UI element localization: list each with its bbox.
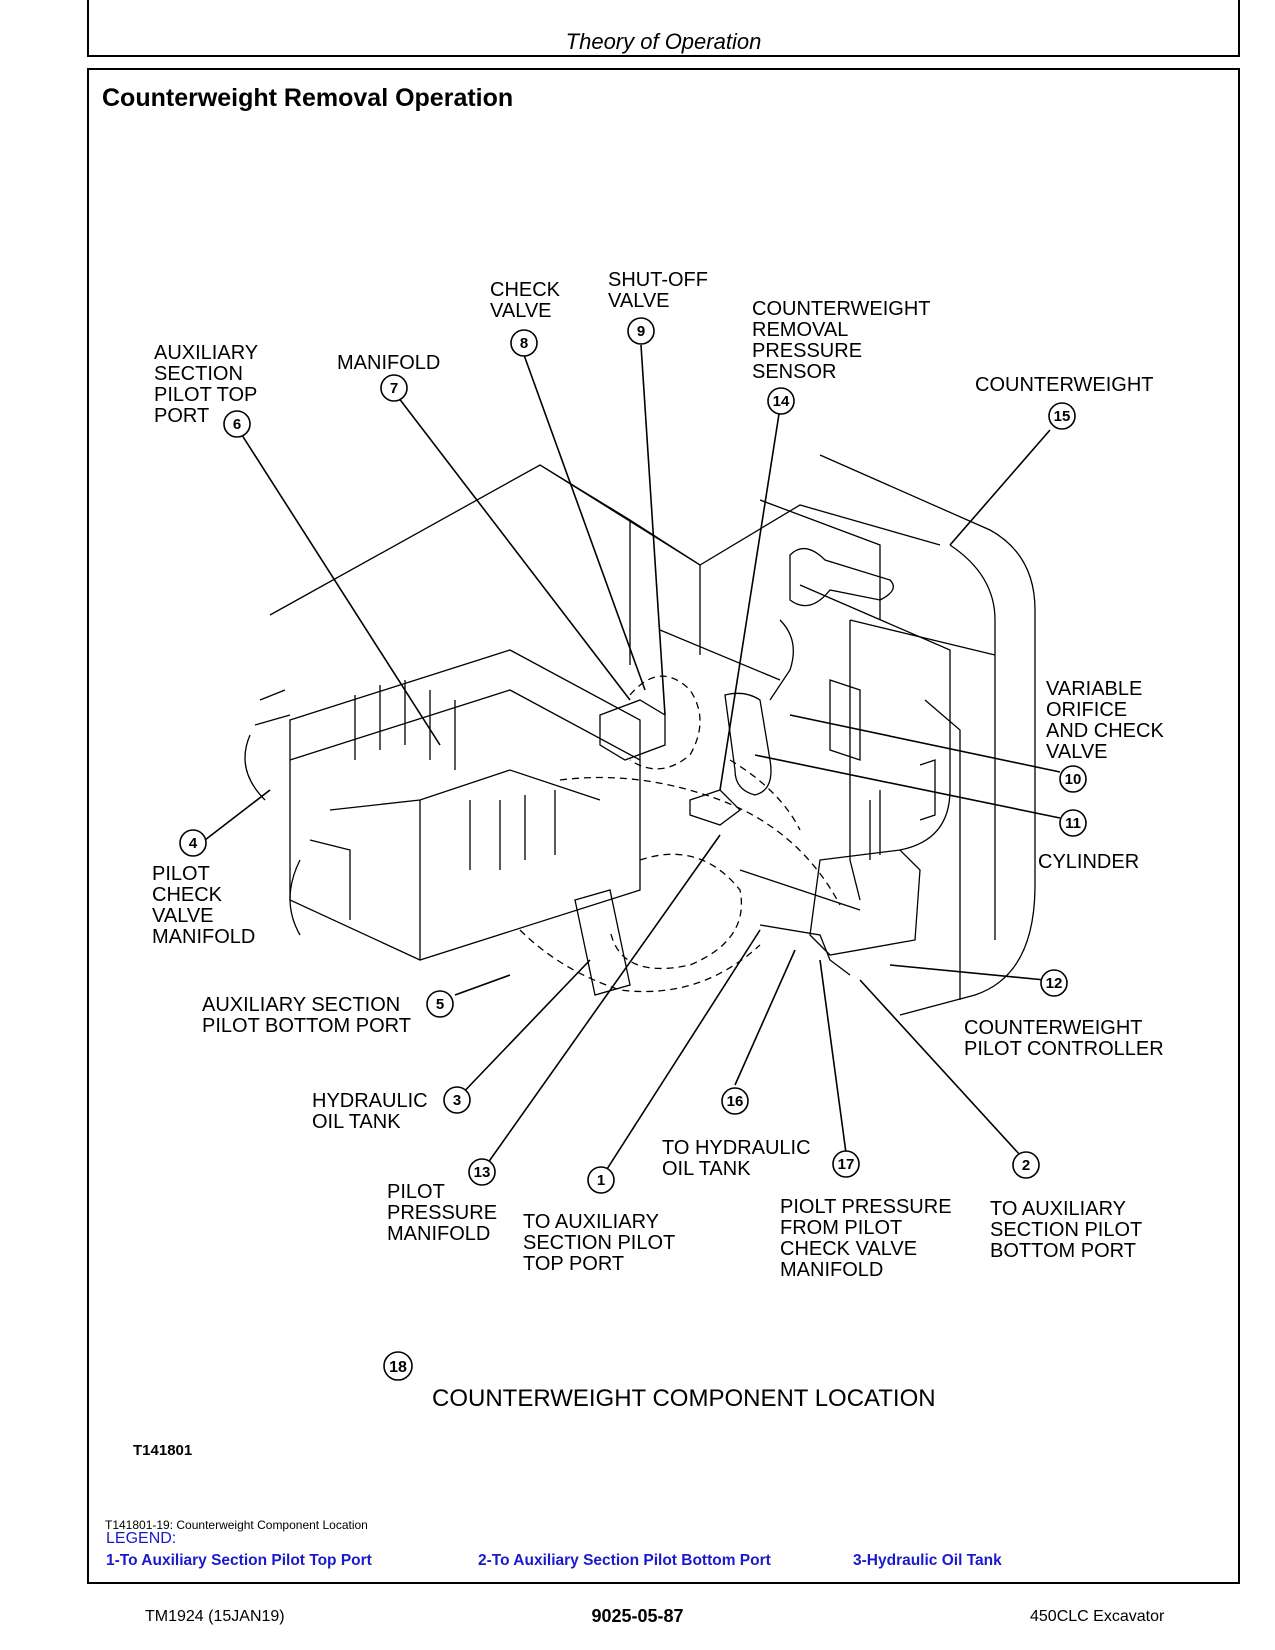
callout-4: 4 xyxy=(189,835,198,852)
callout-16: 16 xyxy=(727,1093,744,1110)
label-aux-section-bottom-port: AUXILIARY SECTION PILOT BOTTOM PORT xyxy=(202,994,411,1037)
label-counterweight: COUNTERWEIGHT xyxy=(975,374,1154,396)
label-pilot-pressure-from-manifold: PIOLT PRESSURE FROM PILOT CHECK VALVE MA… xyxy=(780,1196,952,1281)
label-shut-off-valve: SHUT-OFF VALVE xyxy=(608,269,708,312)
callout-2: 2 xyxy=(1022,1157,1030,1174)
figure-caption: T141801-19: Counterweight Component Loca… xyxy=(105,1518,368,1532)
callout-11: 11 xyxy=(1065,815,1081,832)
figure-id: T141801 xyxy=(133,1442,193,1459)
callout-numbers: 1 2 3 4 5 6 7 8 9 10 11 12 13 14 15 16 1… xyxy=(189,323,1082,1376)
label-aux-top-port: TO AUXILIARY SECTION PILOT TOP PORT xyxy=(523,1211,676,1275)
label-pilot-pressure-manifold: PILOT PRESSURE MANIFOLD xyxy=(387,1181,498,1245)
callout-8: 8 xyxy=(520,335,528,352)
label-check-valve: CHECK VALVE xyxy=(490,279,561,322)
legend-title: LEGEND: xyxy=(106,1530,177,1547)
footer-model: 450CLC Excavator xyxy=(1030,1608,1165,1625)
callout-10: 10 xyxy=(1065,771,1082,788)
callout-6: 6 xyxy=(233,416,241,433)
callout-9: 9 xyxy=(637,323,645,340)
callout-14: 14 xyxy=(773,393,790,410)
label-pressure-sensor: COUNTERWEIGHT REMOVAL PRESSURE SENSOR xyxy=(752,298,931,383)
header-title: Theory of Operation xyxy=(565,29,762,54)
label-pilot-controller: COUNTERWEIGHT PILOT CONTROLLER xyxy=(964,1017,1164,1060)
label-hydraulic-oil-tank: HYDRAULIC OIL TANK xyxy=(312,1090,428,1133)
machine-outline xyxy=(244,454,1036,1016)
label-cylinder: CYLINDER xyxy=(1038,851,1140,873)
legend-item-1[interactable]: 1-To Auxiliary Section Pilot Top Port xyxy=(106,1552,372,1569)
callout-7: 7 xyxy=(390,380,398,397)
label-pilot-check-valve-manifold: PILOT CHECK VALVE MANIFOLD xyxy=(152,863,256,948)
content-frame xyxy=(87,68,1240,1584)
label-to-hydraulic-oil-tank: TO HYDRAULIC OIL TANK xyxy=(662,1137,811,1180)
callout-12: 12 xyxy=(1046,975,1063,992)
callout-17: 17 xyxy=(838,1156,855,1173)
callout-15: 15 xyxy=(1054,408,1071,425)
header-box: Theory of Operation xyxy=(87,0,1240,57)
footer-page-number: 9025-05-87 xyxy=(591,1606,684,1626)
callout-3: 3 xyxy=(453,1092,461,1109)
callout-5: 5 xyxy=(436,996,444,1013)
legend-item-2[interactable]: 2-To Auxiliary Section Pilot Bottom Port xyxy=(478,1552,771,1569)
callout-18: 18 xyxy=(389,1359,407,1376)
section-title: Counterweight Removal Operation xyxy=(102,84,514,112)
leader-lines xyxy=(204,344,1061,1181)
label-variable-orifice: VARIABLE ORIFICE AND CHECK VALVE xyxy=(1046,678,1164,763)
footer-doc-id: TM1924 (15JAN19) xyxy=(145,1608,285,1625)
legend-item-3[interactable]: 3-Hydraulic Oil Tank xyxy=(853,1552,1002,1569)
label-aux-bottom-port: TO AUXILIARY SECTION PILOT BOTTOM PORT xyxy=(990,1198,1143,1262)
figure-title: COUNTERWEIGHT COMPONENT LOCATION xyxy=(432,1385,936,1412)
label-manifold: MANIFOLD xyxy=(337,352,441,374)
callout-circles xyxy=(179,317,1087,1381)
callout-13: 13 xyxy=(474,1164,491,1181)
label-aux-section-top-port: AUXILIARY SECTION PILOT TOP PORT xyxy=(154,342,259,427)
callout-1: 1 xyxy=(597,1172,605,1189)
